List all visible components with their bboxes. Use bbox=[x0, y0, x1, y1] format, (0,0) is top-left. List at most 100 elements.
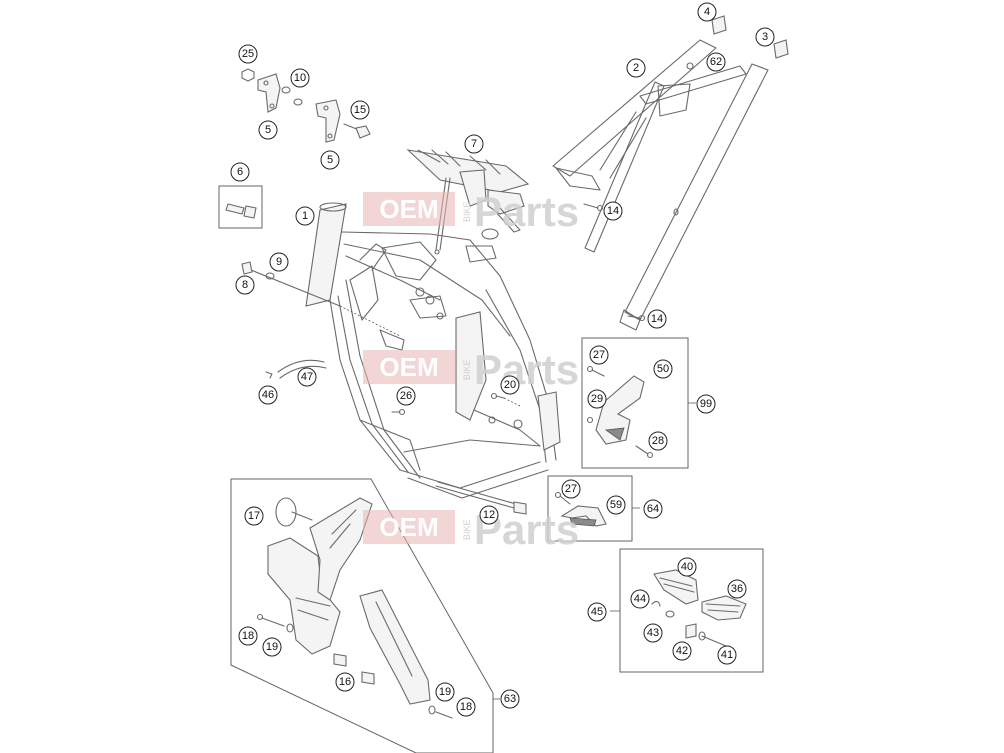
callout-19-upper[interactable]: 19 bbox=[262, 637, 282, 657]
callout-14-upper[interactable]: 14 bbox=[603, 201, 623, 221]
svg-text:40: 40 bbox=[681, 561, 693, 573]
callout-47[interactable]: 47 bbox=[297, 367, 317, 387]
svg-text:46: 46 bbox=[262, 389, 274, 401]
callout-43[interactable]: 43 bbox=[643, 623, 663, 643]
svg-text:26: 26 bbox=[400, 390, 412, 402]
callout-6[interactable]: 6 bbox=[230, 162, 250, 182]
svg-text:17: 17 bbox=[248, 510, 260, 522]
svg-text:12: 12 bbox=[483, 509, 495, 521]
sidestand-bracket-part-50 bbox=[595, 375, 645, 445]
callout-3[interactable]: 3 bbox=[755, 27, 775, 47]
screw-part-20 bbox=[490, 392, 521, 407]
callout-20[interactable]: 20 bbox=[500, 375, 520, 395]
hose-part-47 bbox=[277, 359, 327, 379]
svg-text:27: 27 bbox=[565, 483, 577, 495]
footpeg-part-36 bbox=[701, 595, 747, 621]
subframe-part bbox=[552, 39, 769, 331]
callout-46[interactable]: 46 bbox=[258, 385, 278, 405]
svg-text:10: 10 bbox=[294, 72, 306, 84]
callout-19-lower[interactable]: 19 bbox=[435, 682, 455, 702]
svg-text:14: 14 bbox=[607, 205, 619, 217]
callout-59[interactable]: 59 bbox=[606, 495, 626, 515]
washer-part-upper2 bbox=[293, 98, 303, 106]
svg-text:5: 5 bbox=[327, 154, 333, 166]
svg-text:6: 6 bbox=[237, 166, 243, 178]
svg-text:20: 20 bbox=[504, 379, 516, 391]
screw-part-14-upper bbox=[583, 203, 604, 212]
svg-text:27: 27 bbox=[593, 349, 605, 361]
callout-45[interactable]: 45 bbox=[587, 602, 607, 622]
svg-text:29: 29 bbox=[591, 393, 603, 405]
callout-99[interactable]: 99 bbox=[696, 394, 716, 414]
callout-29[interactable]: 29 bbox=[587, 389, 607, 409]
svg-text:44: 44 bbox=[634, 593, 646, 605]
svg-text:18: 18 bbox=[460, 701, 472, 713]
watermark-oem-bottom: OEM bbox=[379, 512, 438, 542]
callout-12[interactable]: 12 bbox=[479, 505, 499, 525]
callout-26[interactable]: 26 bbox=[396, 386, 416, 406]
bracket-part-5-lower bbox=[315, 99, 341, 143]
callout-64[interactable]: 64 bbox=[643, 499, 663, 519]
bolt-part-8 bbox=[241, 261, 341, 307]
footpeg-part-40 bbox=[653, 569, 699, 605]
frame-protector-right bbox=[359, 589, 431, 705]
callout-40[interactable]: 40 bbox=[677, 557, 697, 577]
screw-part-29 bbox=[586, 416, 594, 424]
svg-text:36: 36 bbox=[731, 583, 743, 595]
svg-text:5: 5 bbox=[265, 124, 271, 136]
spring-part-44 bbox=[651, 600, 661, 607]
svg-text:64: 64 bbox=[647, 503, 659, 515]
screw-part-18-lower bbox=[435, 711, 453, 719]
screw-part-14-lower bbox=[627, 314, 646, 322]
frame-protector-left bbox=[267, 497, 373, 655]
svg-text:25: 25 bbox=[242, 48, 254, 60]
callout-1[interactable]: 1 bbox=[295, 206, 315, 226]
watermark-top: OEM BIKE Parts bbox=[363, 188, 579, 235]
bracket-part-5-upper bbox=[257, 73, 281, 113]
callout-44[interactable]: 44 bbox=[630, 589, 650, 609]
callout-63[interactable]: 63 bbox=[500, 689, 520, 709]
callout-25[interactable]: 25 bbox=[238, 44, 258, 64]
callout-36[interactable]: 36 bbox=[727, 579, 747, 599]
callout-41[interactable]: 41 bbox=[717, 645, 737, 665]
callout-2[interactable]: 2 bbox=[626, 58, 646, 78]
main-frame-part bbox=[305, 202, 561, 499]
clip-part-6 bbox=[225, 203, 257, 219]
callout-9[interactable]: 9 bbox=[269, 252, 289, 272]
callout-18-lower[interactable]: 18 bbox=[456, 697, 476, 717]
svg-text:16: 16 bbox=[339, 676, 351, 688]
callout-15[interactable]: 15 bbox=[350, 100, 370, 120]
guide-part-59 bbox=[560, 505, 607, 527]
callout-4[interactable]: 4 bbox=[697, 2, 717, 22]
callout-8[interactable]: 8 bbox=[235, 275, 255, 295]
callout-16[interactable]: 16 bbox=[335, 672, 355, 692]
svg-text:47: 47 bbox=[301, 371, 313, 383]
svg-text:7: 7 bbox=[471, 138, 477, 150]
callout-10[interactable]: 10 bbox=[290, 68, 310, 88]
callout-5-lower[interactable]: 5 bbox=[320, 150, 340, 170]
watermark-bike-middle: BIKE bbox=[462, 359, 472, 380]
callout-18-upper[interactable]: 18 bbox=[238, 626, 258, 646]
bolt-part-15 bbox=[343, 123, 371, 139]
callout-27-a[interactable]: 27 bbox=[589, 345, 609, 365]
svg-text:18: 18 bbox=[242, 630, 254, 642]
svg-text:3: 3 bbox=[762, 31, 768, 43]
callout-62[interactable]: 62 bbox=[706, 52, 726, 72]
callout-42[interactable]: 42 bbox=[672, 641, 692, 661]
callout-5-upper[interactable]: 5 bbox=[258, 120, 278, 140]
washer-part-9 bbox=[265, 272, 275, 280]
nut-part-25 bbox=[241, 68, 255, 82]
callout-27-b[interactable]: 27 bbox=[561, 479, 581, 499]
svg-text:63: 63 bbox=[504, 693, 516, 705]
callout-17[interactable]: 17 bbox=[244, 506, 264, 526]
callout-7[interactable]: 7 bbox=[464, 134, 484, 154]
callout-50[interactable]: 50 bbox=[653, 359, 673, 379]
screw-part-26 bbox=[391, 408, 406, 416]
watermark-parts-top: Parts bbox=[474, 188, 579, 235]
callout-14-lower[interactable]: 14 bbox=[647, 309, 667, 329]
callout-28[interactable]: 28 bbox=[648, 431, 668, 451]
axle-part-12 bbox=[435, 481, 527, 515]
screw-part-62 bbox=[686, 62, 694, 70]
group-box-6 bbox=[218, 185, 263, 229]
svg-text:9: 9 bbox=[276, 256, 282, 268]
